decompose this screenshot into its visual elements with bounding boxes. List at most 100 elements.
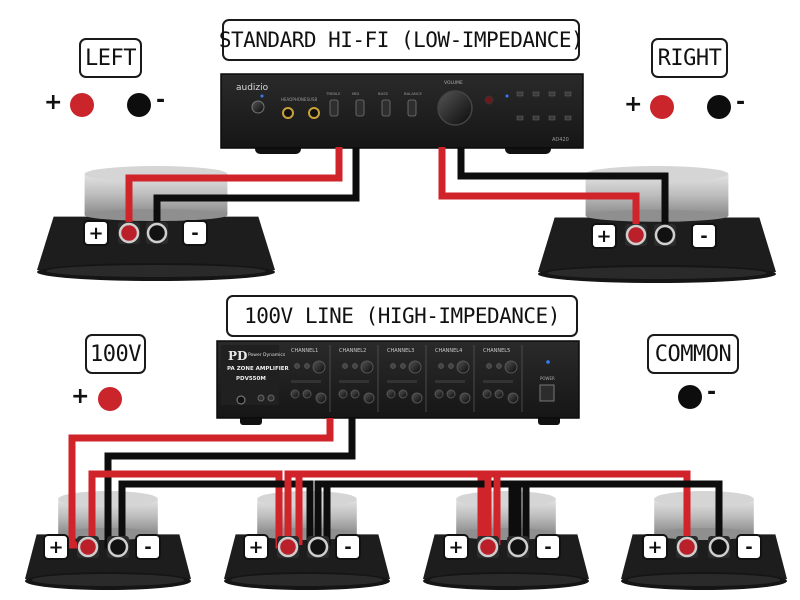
- speaker-terminals: +-+-+-+-+-+-: [43, 220, 762, 560]
- channel-tone-knob-icon: [315, 392, 327, 404]
- negative-terminal-icon: [708, 536, 730, 558]
- zone-channel-label: CHANNEL2: [339, 348, 366, 354]
- plus-sign-box: +: [591, 223, 617, 249]
- left-positive-dot: [70, 93, 94, 117]
- positive-wire: [438, 147, 640, 233]
- label-left: LEFT: [79, 38, 142, 78]
- zone-channel-label: CHANNEL4: [435, 348, 462, 354]
- zone-amp-model: PDV550M: [236, 376, 266, 382]
- power-switch-icon: [539, 384, 555, 402]
- channel-tone-knob-icon: [411, 392, 423, 404]
- svg-text:-: -: [344, 537, 351, 558]
- negative-terminal-icon: [107, 536, 129, 558]
- negative-wire: [457, 147, 669, 233]
- negative-wire: [514, 480, 723, 545]
- positive-terminal-icon: [77, 536, 99, 558]
- plus-sign-box: +: [43, 534, 69, 560]
- svg-text:+: +: [248, 537, 263, 558]
- positive-wire: [125, 147, 343, 233]
- title-standard-hifi: STANDARD HI-FI (LOW-IMPEDANCE): [219, 19, 584, 61]
- v100-positive-dot: [98, 387, 122, 411]
- channel-tone-knob-icon: [507, 392, 519, 404]
- left-plus-sign: +: [44, 90, 63, 115]
- plus-sign-box: +: [83, 220, 109, 246]
- label-right: RIGHT: [651, 38, 728, 78]
- zone-amp-brand: Power Dynamics: [248, 352, 286, 358]
- hifi-amp-brand: audizio: [236, 83, 269, 93]
- minus-sign-box: -: [335, 534, 361, 560]
- channel-volume-knob-icon: [360, 360, 374, 374]
- input-select-button: [548, 91, 556, 97]
- tone-knob-label: TREBLE: [325, 91, 341, 96]
- channel-volume-knob-icon: [504, 360, 518, 374]
- title-100v-line: 100V LINE (HIGH-IMPEDANCE): [226, 295, 578, 337]
- minus-sign-box: -: [535, 534, 561, 560]
- svg-text:-: -: [144, 537, 151, 558]
- headphone-jack-icon: [282, 107, 294, 119]
- label-common: COMMON: [647, 334, 739, 374]
- input-select-button: [532, 91, 540, 97]
- positive-terminal-icon: [625, 224, 647, 246]
- label-100v: 100V: [85, 334, 146, 374]
- volume-knob-icon: [437, 90, 473, 126]
- channel-tone-knob-icon: [494, 389, 504, 399]
- hifi-amp-model: AD420: [552, 137, 569, 143]
- channel-volume-knob-icon: [312, 360, 326, 374]
- positive-terminal-icon: [277, 536, 299, 558]
- svg-text:-: -: [700, 226, 707, 247]
- zone-power-label: POWER: [540, 376, 555, 381]
- negative-terminal-icon: [654, 224, 676, 246]
- positive-terminal-icon: [477, 536, 499, 558]
- zone-channel-strips: CHANNEL1 CHANNEL2 CHANNEL3 CHANNEL4 CHANNEL5: [290, 345, 523, 412]
- svg-text:+: +: [448, 537, 463, 558]
- channel-volume-knob-icon: [456, 360, 470, 374]
- minus-sign-box: -: [691, 223, 717, 249]
- zone-amplifier: PD Power Dynamics PA ZONE AMPLIFIER PDV5…: [216, 340, 580, 425]
- tone-knob-label: BASS: [378, 91, 389, 96]
- tone-knob-icon: [407, 99, 417, 117]
- svg-text:+: +: [596, 226, 611, 247]
- channel-tone-knob-icon: [446, 389, 456, 399]
- common-negative-dot: [678, 385, 702, 409]
- right-negative-dot: [707, 95, 731, 119]
- tone-knob-icon: [381, 99, 391, 117]
- hifi-input-buttons: [516, 91, 572, 121]
- right-positive-dot: [650, 95, 674, 119]
- svg-text:+: +: [88, 223, 103, 244]
- negative-terminal-icon: [146, 222, 168, 244]
- channel-tone-knob-icon: [386, 389, 396, 399]
- input-select-button: [532, 115, 540, 121]
- input-select-button: [516, 115, 524, 121]
- volume-label: VOLUME: [444, 80, 463, 86]
- zone-channel-label: CHANNEL3: [387, 348, 414, 354]
- channel-tone-knob-icon: [482, 389, 492, 399]
- zone-channel-label: CHANNEL5: [483, 348, 510, 354]
- channel-tone-knob-icon: [398, 389, 408, 399]
- tone-knob-label: BALANCE: [404, 91, 422, 96]
- left-negative-dot: [127, 93, 151, 117]
- negative-wire: [153, 147, 360, 233]
- channel-tone-knob-icon: [434, 389, 444, 399]
- positive-terminal-icon: [118, 222, 140, 244]
- plus-sign-box: +: [243, 534, 269, 560]
- headphones-label: HEADPHONES: [281, 97, 309, 102]
- zone-channel-label: CHANNEL1: [291, 348, 318, 354]
- channel-volume-knob-icon: [408, 360, 422, 374]
- minus-sign-box: -: [736, 534, 762, 560]
- input-select-button: [564, 91, 572, 97]
- channel-tone-knob-icon: [290, 389, 300, 399]
- channel-tone-knob-icon: [338, 389, 348, 399]
- left-minus-sign: -: [156, 88, 166, 113]
- zone-amp-logo: PD: [228, 349, 247, 363]
- input-select-button: [516, 91, 524, 97]
- minus-sign-box: -: [135, 534, 161, 560]
- svg-text:-: -: [544, 537, 551, 558]
- channel-tone-knob-icon: [302, 389, 312, 399]
- zone-amp-title: PA ZONE AMPLIFIER: [227, 366, 290, 372]
- right-plus-sign: +: [624, 92, 643, 117]
- positive-wire: [484, 470, 691, 545]
- usb-label: USB: [309, 97, 317, 102]
- input-select-button: [564, 115, 572, 121]
